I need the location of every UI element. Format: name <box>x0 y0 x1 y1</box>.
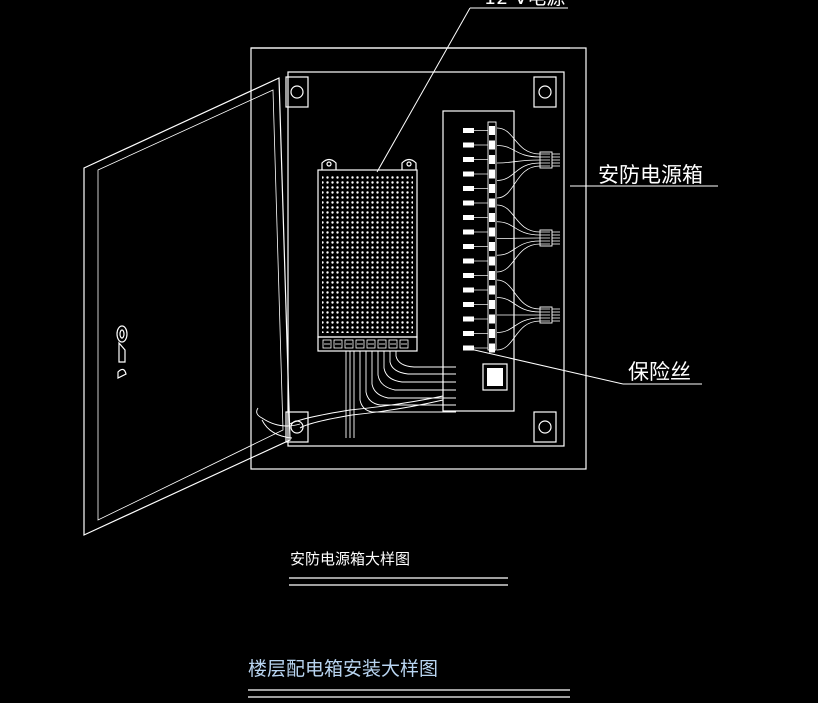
psu-output-wires <box>345 351 456 438</box>
cabinet-outer-frame <box>250 47 587 470</box>
detail-caption-underline <box>289 577 508 586</box>
corner-mounting-holes <box>285 76 557 443</box>
door-cable <box>256 395 444 439</box>
drawing-title-underline <box>248 689 570 698</box>
fuse-label: 保险丝 <box>628 360 691 384</box>
output-wire-bundles <box>496 127 560 351</box>
detail-caption: 安防电源箱大样图 <box>290 550 410 568</box>
mounting-plate <box>287 71 565 447</box>
security-box-label: 安防电源箱 <box>598 163 703 187</box>
leader-lines <box>376 7 718 385</box>
drawing-title: 楼层配电箱安装大样图 <box>248 658 438 680</box>
cabinet-door <box>83 77 291 536</box>
power-supply-unit <box>317 158 418 352</box>
door-lock-icon <box>116 325 128 379</box>
power-supply-label: 12 V电源 <box>484 0 565 9</box>
fuse-board <box>442 110 515 412</box>
